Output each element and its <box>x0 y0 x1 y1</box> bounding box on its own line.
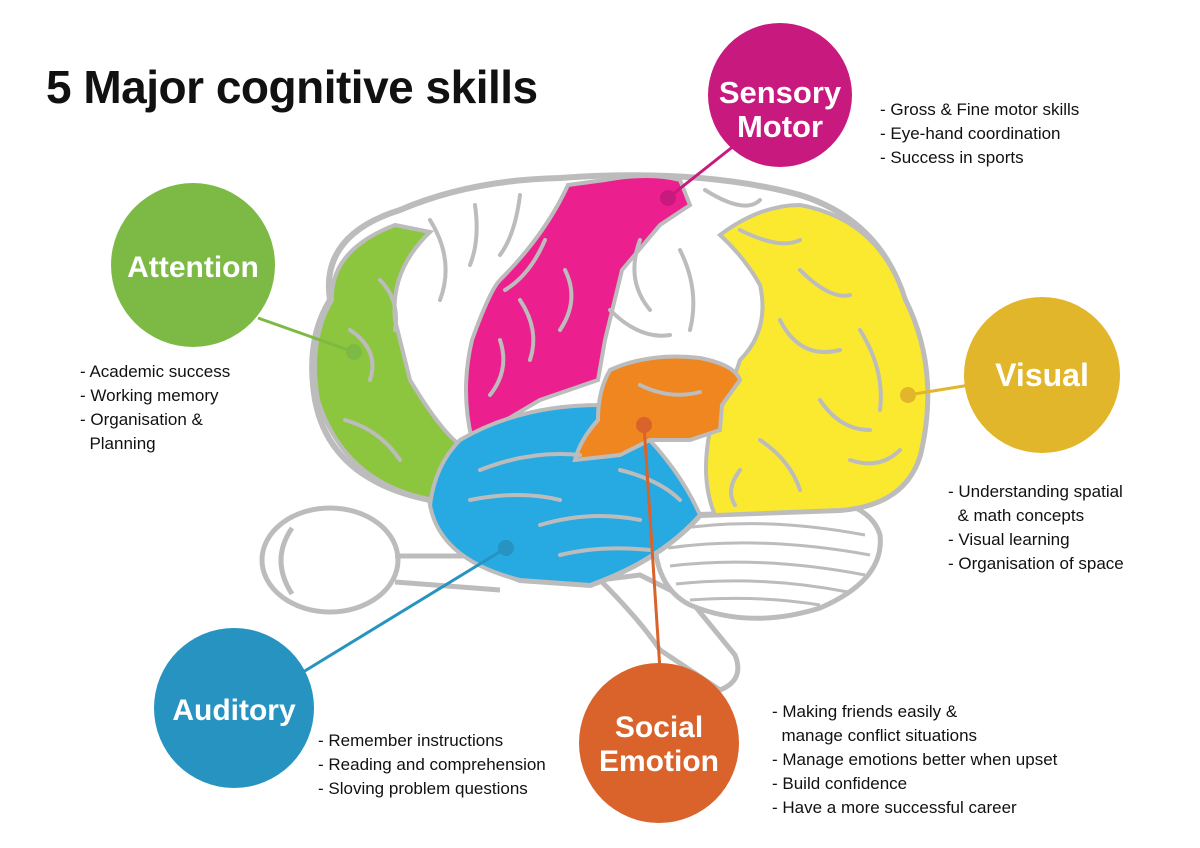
page-title: 5 Major cognitive skills <box>46 61 538 113</box>
social-emotion-skill-list: - Making friends easily & manage conflic… <box>772 700 1057 820</box>
list-item: - Organisation & <box>80 410 203 429</box>
lobe-sensory-motor <box>464 174 693 444</box>
list-item: - Build confidence <box>772 774 908 793</box>
social-label-line2: Emotion <box>599 745 719 778</box>
lobe-social-limbic <box>572 354 743 463</box>
eye-illustration <box>259 505 501 615</box>
social-label-line1: Social <box>615 711 703 744</box>
skill-circle-visual: Visual <box>964 297 1120 453</box>
connector-sensory <box>660 143 736 206</box>
connector-visual <box>900 383 971 403</box>
list-item: & math concepts <box>948 506 1085 525</box>
sensory-label-line1: Sensory <box>719 75 842 110</box>
list-item: - Eye-hand coordination <box>880 124 1061 143</box>
list-item: Planning <box>80 434 156 453</box>
brain-stem <box>594 572 741 693</box>
list-item: - Working memory <box>80 386 219 405</box>
list-item: - Sloving problem questions <box>318 779 528 798</box>
connector-auditory <box>289 540 514 682</box>
attention-label: Attention <box>127 251 259 284</box>
brain-folds <box>343 188 902 557</box>
list-item: manage conflict situations <box>772 726 978 745</box>
connector-social <box>636 417 662 671</box>
skill-circle-sensory-motor: Sensory Motor <box>708 23 852 167</box>
list-item: - Visual learning <box>948 530 1070 549</box>
skill-circle-auditory: Auditory <box>154 628 314 788</box>
sensory-label-line2: Motor <box>737 109 823 144</box>
list-item: - Organisation of space <box>948 554 1124 573</box>
list-item: - Reading and comprehension <box>318 755 546 774</box>
list-item: - Academic success <box>80 362 231 381</box>
list-item: - Making friends easily & <box>772 702 958 721</box>
list-item: - Remember instructions <box>318 731 504 750</box>
lobe-attention-frontal <box>313 222 463 503</box>
skill-circle-attention: Attention <box>111 183 275 347</box>
list-item: - Understanding spatial <box>948 482 1123 501</box>
visual-label: Visual <box>995 357 1089 393</box>
auditory-skill-list: - Remember instructions - Reading and co… <box>318 729 546 801</box>
visual-skill-list: - Understanding spatial & math concepts … <box>948 480 1124 576</box>
skill-circle-social-emotion: Social Emotion <box>579 663 739 823</box>
connector-attention <box>257 316 362 360</box>
list-item: - Gross & Fine motor skills <box>880 100 1080 119</box>
lobe-visual-occipital <box>704 202 930 518</box>
auditory-label: Auditory <box>172 694 296 727</box>
sensory-motor-skill-list: - Gross & Fine motor skills - Eye-hand c… <box>880 98 1079 170</box>
list-item: - Have a more successful career <box>772 798 1017 817</box>
list-item: - Success in sports <box>880 148 1024 167</box>
attention-skill-list: - Academic success - Working memory - Or… <box>80 360 230 456</box>
list-item: - Manage emotions better when upset <box>772 750 1058 769</box>
